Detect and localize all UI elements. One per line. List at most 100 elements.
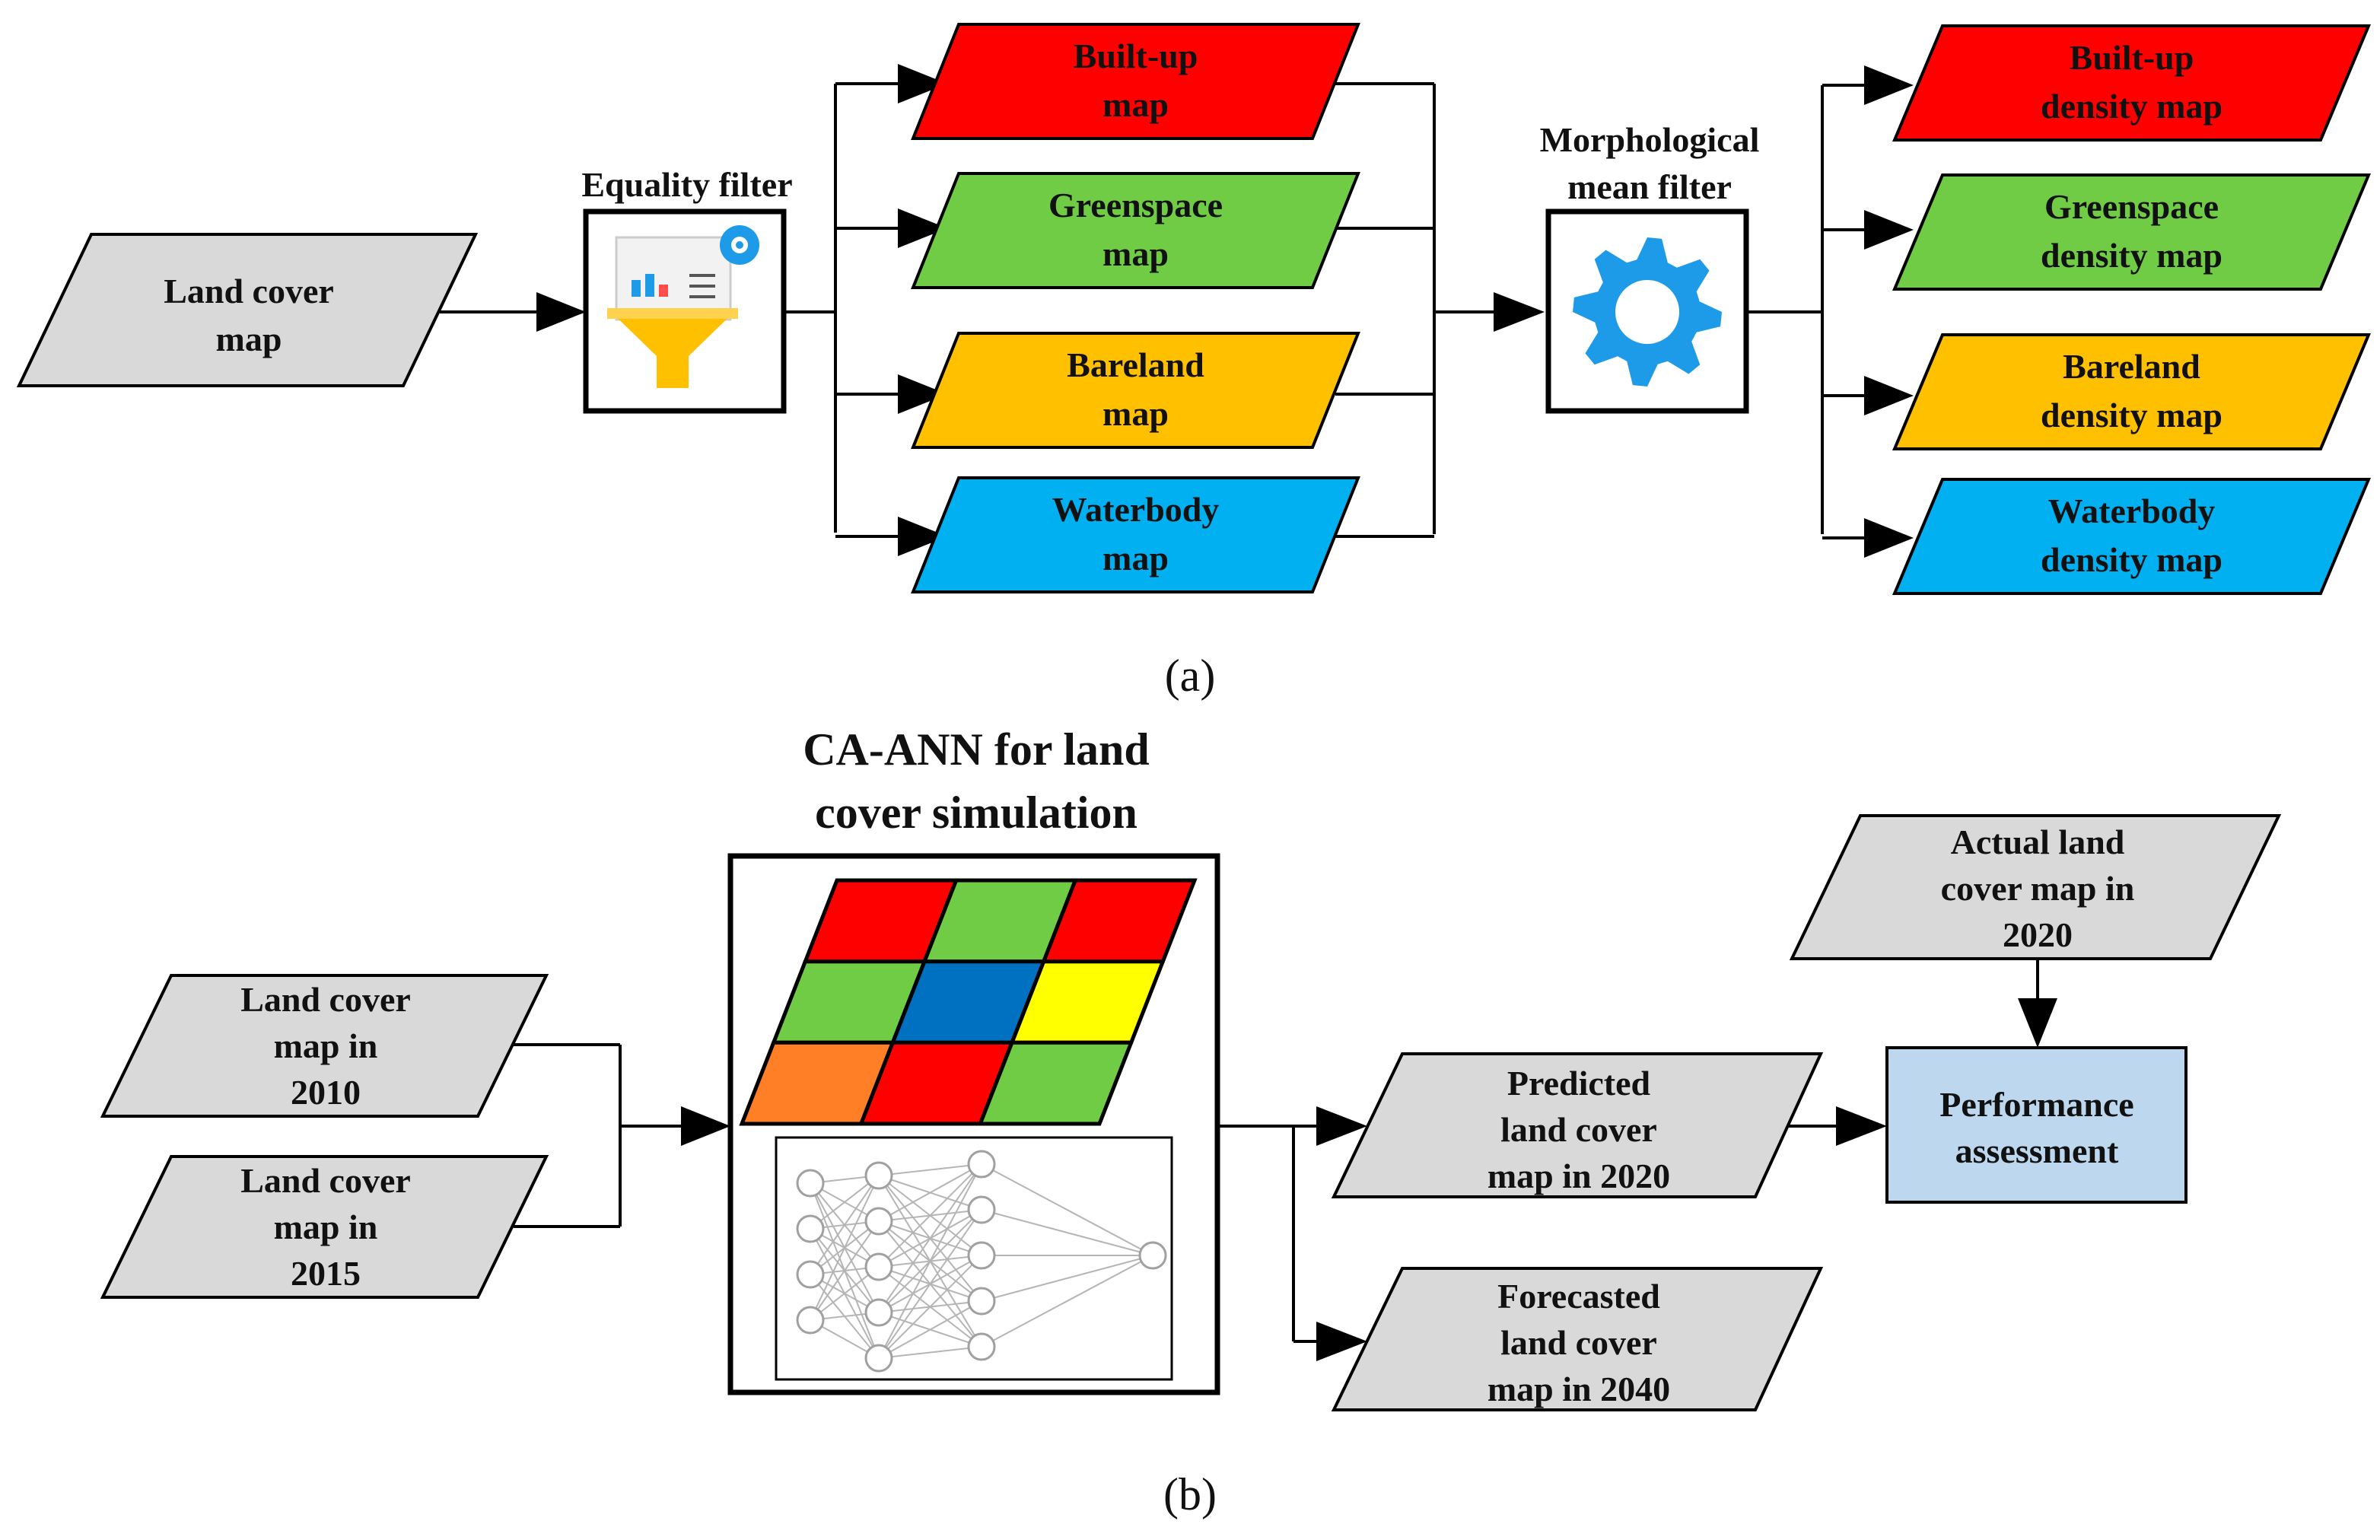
arrowhead	[1316, 1106, 1367, 1146]
class-map-1-shape	[911, 23, 1360, 140]
nn-node	[864, 1252, 893, 1281]
density-map-1-shape	[1892, 24, 2372, 142]
arrowhead	[898, 374, 947, 414]
nn-node	[796, 1260, 825, 1289]
input-map-label-3: 2015	[291, 1254, 361, 1293]
class-map-4-label-2: map	[1102, 539, 1169, 578]
class-map-3-label-2: map	[1102, 394, 1169, 433]
assessment-label-2: assessment	[1955, 1131, 2119, 1170]
class-map-2: Greenspace map	[911, 172, 1360, 289]
nn-edge	[878, 1163, 982, 1176]
nn-node	[864, 1161, 893, 1190]
class-map-3-shape	[911, 332, 1360, 449]
model-title-2: cover simulation	[815, 788, 1138, 838]
class-map-4: Waterbody map	[911, 476, 1360, 593]
input-map-label-2: map in	[274, 1026, 378, 1065]
arrowhead	[681, 1106, 730, 1146]
nn-node	[967, 1150, 996, 1179]
mean-filter-title-1: Morphological	[1540, 120, 1760, 159]
neural-network-icon	[796, 1150, 1167, 1373]
forecasted-label-2: land cover	[1500, 1323, 1657, 1362]
fanout-arrows-a	[835, 64, 947, 556]
class-map-3: Bareland map	[911, 332, 1360, 449]
class-map-2-shape	[911, 172, 1360, 289]
nn-edge	[810, 1220, 880, 1321]
land-cover-map-shape	[16, 233, 479, 387]
ca-ann-model-node	[727, 853, 1220, 1395]
arrowhead	[1864, 210, 1914, 250]
gear-hole	[1615, 280, 1679, 344]
density-map-3-shape	[1892, 333, 2372, 450]
input-map-shape	[100, 974, 549, 1118]
land-cover-map-node: Land cover map	[16, 233, 479, 387]
class-map-2-label-2: map	[1102, 234, 1169, 273]
input-map-label-3: 2010	[291, 1073, 361, 1112]
equality-filter-node: Equality filter	[581, 165, 793, 414]
predicted-label-3: map in 2020	[1488, 1157, 1670, 1195]
nn-node	[796, 1306, 825, 1335]
density-map-3-label-1: Bareland	[2063, 347, 2200, 386]
class-map-2-label-1: Greenspace	[1048, 186, 1223, 224]
forecasted-map-node: Forecasted land cover map in 2040	[1331, 1267, 1824, 1411]
nn-edge	[981, 1255, 1153, 1348]
nn-edge	[878, 1163, 982, 1222]
class-map-3-label-1: Bareland	[1067, 345, 1204, 384]
class-map-4-label-1: Waterbody	[1052, 490, 1220, 529]
density-map-2-shape	[1892, 173, 2372, 291]
nn-node	[864, 1344, 893, 1373]
arrowhead	[1836, 1106, 1887, 1146]
input-map-2: Land cover map in 2015	[100, 1155, 549, 1299]
nn-edge	[878, 1163, 982, 1268]
nn-edge	[878, 1255, 982, 1359]
class-map-4-shape	[911, 476, 1360, 593]
density-map-4-label-2: density map	[2041, 540, 2222, 579]
class-map-1-label-1: Built-up	[1074, 37, 1198, 75]
caption-a: (a)	[1165, 651, 1216, 701]
panel-a: Land cover map Equality filter	[16, 23, 2372, 701]
arrowhead	[1864, 65, 1914, 105]
arrowhead	[1316, 1322, 1367, 1361]
land-cover-map-label-2: map	[216, 320, 282, 358]
fanin-lines	[1335, 82, 1434, 538]
panel-b: CA-ANN for land cover simulation Land co…	[100, 724, 2282, 1519]
input-map-label-1: Land cover	[240, 980, 411, 1019]
actual-label-2: cover map in	[1941, 869, 2135, 908]
density-map-1-label-2: density map	[2041, 87, 2222, 126]
nn-edge	[810, 1266, 880, 1321]
predicted-label-2: land cover	[1500, 1110, 1657, 1149]
nn-node	[967, 1195, 996, 1224]
actual-map-node: Actual land cover map in 2020	[1789, 814, 2282, 960]
input-map-label-1: Land cover	[240, 1161, 411, 1200]
predicted-label-1: Predicted	[1507, 1064, 1651, 1102]
grid-cell	[977, 1040, 1134, 1126]
equality-filter-title: Equality filter	[581, 165, 792, 204]
model-title-1: CA-ANN for land	[803, 724, 1150, 775]
density-map-4-shape	[1892, 478, 2372, 595]
nn-node	[864, 1298, 893, 1327]
land-cover-map-label-1: Land cover	[164, 272, 334, 310]
nn-node	[967, 1332, 996, 1361]
nn-edge	[878, 1163, 982, 1313]
class-map-1-label-2: map	[1102, 85, 1169, 124]
assessment-label-1: Performance	[1939, 1085, 2133, 1124]
gear-icon	[1573, 237, 1722, 387]
arrowhead	[2018, 998, 2057, 1048]
nn-edge	[981, 1163, 1153, 1256]
nn-edge	[810, 1175, 880, 1321]
nn-node	[796, 1169, 825, 1198]
forecasted-label-3: map in 2040	[1488, 1370, 1670, 1408]
arrowhead	[536, 292, 586, 332]
density-map-3-label-2: density map	[2041, 396, 2222, 434]
nn-edge	[981, 1255, 1153, 1302]
nn-edge	[810, 1175, 880, 1275]
nn-edge	[878, 1346, 982, 1359]
forecasted-label-1: Forecasted	[1497, 1277, 1660, 1316]
arrowhead	[1864, 518, 1914, 558]
input-map-label-2: map in	[274, 1208, 378, 1246]
mean-filter-title-2: mean filter	[1567, 167, 1732, 206]
actual-label-3: 2020	[2003, 915, 2073, 954]
